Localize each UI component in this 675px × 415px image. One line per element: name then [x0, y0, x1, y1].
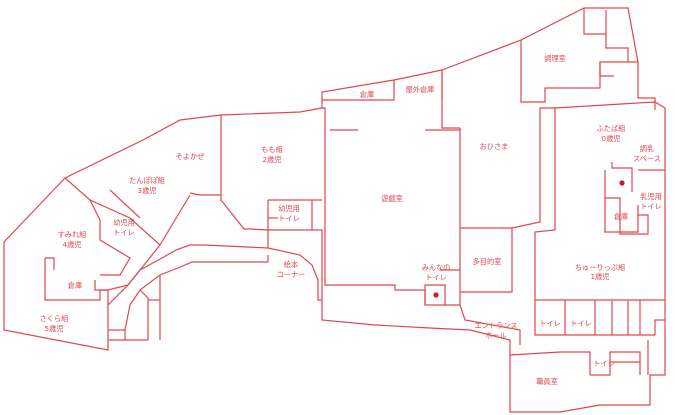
sumire-outline — [3, 177, 161, 351]
label-entrance-2: ホール — [485, 331, 507, 340]
toilet-row-outline — [534, 300, 655, 336]
soyokaze-outline — [142, 114, 222, 141]
label-yoji-toilet-momo-1: 幼児用 — [278, 204, 300, 213]
minna-toilet-outline — [424, 284, 446, 305]
label-sakura-age: 5歳児 — [45, 324, 64, 333]
futaba-location-dot — [619, 180, 625, 186]
label-nyuji-toilet-2: トイレ — [640, 202, 662, 211]
ohisama-outline — [511, 107, 556, 300]
sakura-outline — [107, 284, 129, 305]
label-yoji-toilet-tanpopo-1: 幼児用 — [113, 218, 135, 227]
entrance-outline — [321, 300, 511, 355]
label-souko-futaba: 倉庫 — [614, 212, 628, 221]
label-okuyake-souko: 屋外倉庫 — [406, 85, 435, 94]
label-chulip-name: ちゅーりっぷ組 — [575, 263, 625, 272]
label-futaba-age: 0歳児 — [602, 134, 621, 143]
top-right-outline — [520, 7, 639, 63]
walls — [3, 7, 666, 413]
label-toilet-b: トイレ — [570, 319, 592, 328]
label-tanpopo-age: 3歳児 — [138, 186, 157, 195]
label-minna-toilet-1: みんなの — [422, 263, 451, 272]
label-sakura-name: さくら組 — [40, 314, 69, 323]
label-ehon-2: コーナー — [277, 270, 306, 279]
label-soyokaze: そよかぜ — [176, 152, 205, 161]
label-yoji-toilet-momo-2: トイレ — [278, 214, 300, 223]
label-momo-name: もも組 — [261, 145, 283, 154]
storage-outline — [321, 79, 395, 100]
label-chounyu-1: 調乳 — [640, 144, 654, 153]
label-ehon-1: 絵本 — [284, 260, 298, 269]
yuugishitsu-outline — [321, 100, 461, 306]
momo-outline — [220, 107, 323, 240]
label-chounyu-2: スペース — [633, 154, 661, 163]
label-tanpopo-name: たんぽぽ組 — [129, 176, 165, 185]
room-labels: 調理室 倉庫 屋外倉庫 おひさま ふたば組 0歳児 調乳 スペース 乳児用 トイ… — [40, 54, 662, 386]
label-souko-top: 倉庫 — [360, 90, 374, 99]
label-toilet-a: トイレ — [539, 319, 561, 328]
label-chourishitsu: 調理室 — [544, 54, 566, 63]
diagonal-corridor-outline — [127, 244, 269, 286]
label-sumire-age: 4歳児 — [63, 240, 82, 249]
tanpopo-outline — [63, 139, 191, 246]
label-minna-toilet-2: トイレ — [425, 273, 447, 282]
kitchen-outline — [520, 40, 656, 110]
label-sumire-name: すみれ組 — [58, 230, 87, 239]
label-toilet-c: トイレ — [593, 359, 615, 368]
label-souko-sumire: 倉庫 — [68, 281, 82, 290]
minna-toilet-location-dot — [433, 292, 439, 298]
label-shokuinshitsu: 職員室 — [536, 377, 558, 386]
label-futaba-name: ふたば組 — [597, 124, 626, 133]
label-chulip-age: 1歳児 — [591, 272, 610, 281]
stair-lines — [583, 8, 629, 62]
label-entrance-1: エントランス — [475, 321, 518, 330]
label-ohisama: おひさま — [480, 142, 509, 151]
label-nyuji-toilet-1: 乳児用 — [640, 192, 662, 201]
label-yuugishitsu: 遊戯室 — [381, 194, 403, 203]
label-momo-age: 2歳児 — [263, 155, 282, 164]
label-tamokuteki: 多目的室 — [473, 257, 502, 266]
label-yoji-toilet-tanpopo-2: トイレ — [113, 228, 135, 237]
